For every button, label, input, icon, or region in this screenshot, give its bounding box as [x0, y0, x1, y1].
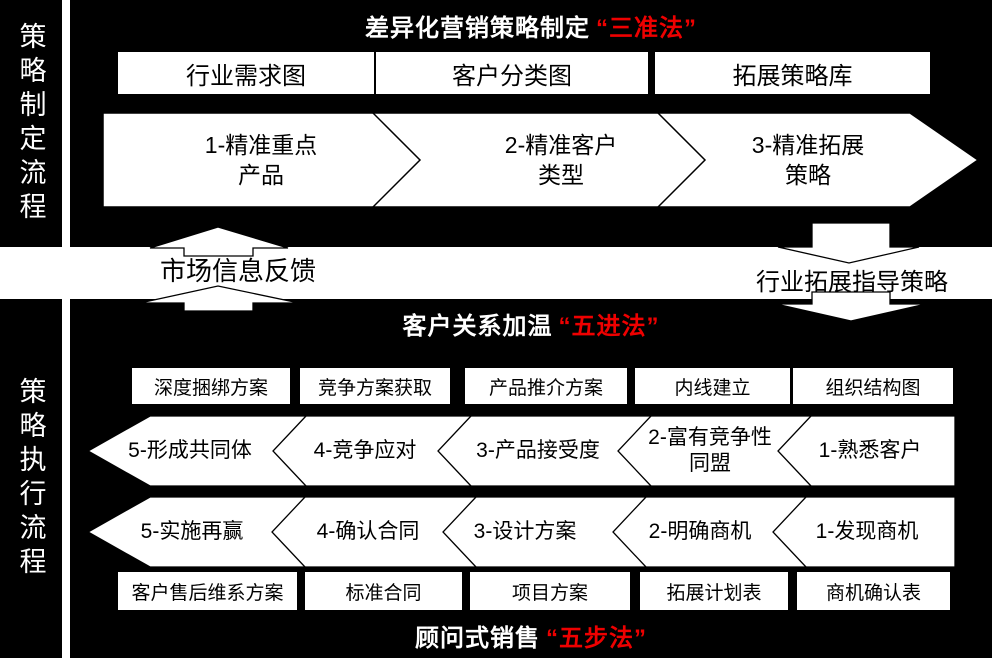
warm-step-5: 5-形成共同体: [128, 439, 252, 462]
sell-step-4: 4-确认合同: [316, 520, 420, 543]
expansion-strategy-library-box: 拓展策略库: [655, 52, 930, 94]
competitor-plan-box: 竞争方案获取: [300, 368, 450, 404]
left-flow-arrow-warming-icon: [86, 415, 956, 487]
top-panel-title-main: 差异化营销策略制定: [365, 15, 590, 42]
after-sales-plan-box: 客户售后维系方案: [118, 572, 297, 610]
warm-step-4: 4-竞争应对: [313, 439, 417, 462]
sell-step-2: 2-明确商机: [648, 520, 752, 543]
sidebar-top-panel: 策略制定流程: [0, 0, 62, 247]
step-3-target-strategy: 3-精准拓展 策略: [751, 132, 865, 188]
bottom-panel-title: 客户关系加温“五进法”: [70, 306, 992, 341]
sidebar-bottom-label: 策略执行流程: [15, 376, 46, 581]
sell-step-5: 5-实施再赢: [140, 520, 244, 543]
down-arrow-icon: [775, 291, 927, 322]
warm-step-1: 1-熟悉客户: [818, 439, 922, 462]
step-2-target-customers: 2-精准客户 类型: [504, 132, 618, 188]
bottom-panel-footer-title: 顾问式销售“五步法”: [70, 618, 992, 653]
deep-bundling-box: 深度捆绑方案: [132, 368, 290, 404]
top-panel-title: 差异化营销策略制定“三准法”: [70, 8, 992, 43]
top-boxes-group: 行业需求图 客户分类图: [118, 52, 648, 94]
sidebar-bottom-panel: 策略执行流程: [0, 299, 62, 658]
left-flow-arrow-selling-icon: [86, 496, 956, 568]
footer-title-main: 顾问式销售: [415, 625, 540, 652]
project-plan-box: 项目方案: [470, 572, 630, 610]
org-chart-box: 组织结构图: [793, 368, 953, 404]
industry-demand-map-box: 行业需求图: [118, 52, 376, 94]
standard-contract-box: 标准合同: [305, 572, 462, 610]
opportunity-confirm-table-box: 商机确认表: [797, 572, 950, 610]
strategy-execution-panel: 客户关系加温“五进法” 深度捆绑方案 竞争方案获取 产品推介方案 内线建立 组织…: [70, 299, 992, 658]
sell-step-1: 1-发现商机: [815, 520, 919, 543]
product-promotion-box: 产品推介方案: [465, 368, 627, 404]
insider-contact-box: 内线建立: [635, 368, 790, 404]
right-flow-arrow-icon: [102, 112, 980, 208]
top-panel-title-highlight: “三准法”: [596, 15, 697, 42]
market-feedback-label: 市场信息反馈: [160, 256, 317, 286]
bottom-panel-title-main: 客户关系加温: [402, 313, 553, 340]
warm-step-2: 2-富有竞争性 同盟: [648, 426, 772, 475]
expansion-plan-table-box: 拓展计划表: [640, 572, 788, 610]
up-arrow-icon: [149, 226, 289, 257]
footer-title-highlight: “五步法”: [546, 625, 647, 652]
industry-guide-label: 行业拓展指导策略: [756, 269, 948, 296]
strategy-formulation-panel: 差异化营销策略制定“三准法” 行业需求图 客户分类图 拓展策略库 1-精准重点 …: [70, 0, 992, 247]
bottom-panel-title-highlight: “五进法”: [558, 313, 660, 340]
down-arrow-shaft-icon: [777, 222, 920, 264]
warm-step-3: 3-产品接受度: [476, 439, 600, 462]
step-1-target-products: 1-精准重点 产品: [204, 132, 318, 188]
up-arrow-tail-icon: [139, 285, 300, 312]
sidebar-top-label: 策略制定流程: [15, 21, 46, 226]
customer-classification-box: 客户分类图: [452, 62, 572, 90]
connector-arrows-layer: [139, 222, 927, 322]
sell-step-3: 3-设计方案: [473, 520, 577, 543]
